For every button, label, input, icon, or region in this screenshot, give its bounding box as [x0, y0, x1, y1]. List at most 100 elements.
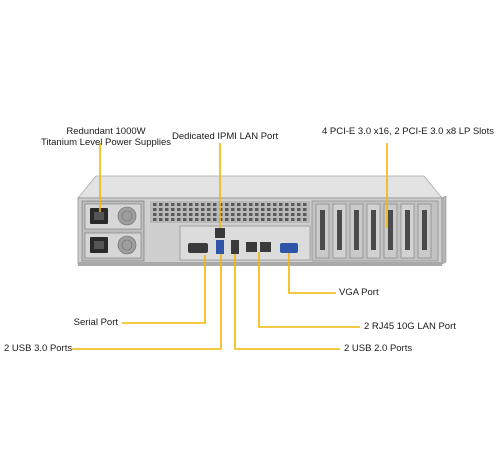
- chassis-bottom-lip: [78, 262, 442, 266]
- vent-hole: [291, 218, 295, 221]
- vent-hole: [285, 218, 289, 221]
- vent-hole: [249, 213, 253, 216]
- vent-hole: [303, 208, 307, 211]
- vent-hole: [177, 213, 181, 216]
- vent-hole: [279, 213, 283, 216]
- callout-usb3: 2 USB 3.0 Ports: [4, 343, 73, 354]
- callout-ipmi: Dedicated IPMI LAN Port: [172, 131, 279, 142]
- vent-hole: [303, 203, 307, 206]
- vent-hole: [255, 203, 259, 206]
- vent-hole: [201, 208, 205, 211]
- vent-hole: [213, 218, 217, 221]
- vent-hole: [171, 218, 175, 221]
- vent-hole: [243, 218, 247, 221]
- vent-hole: [207, 213, 211, 216]
- callout-vga: VGA Port: [339, 287, 379, 298]
- vent-hole: [267, 208, 271, 211]
- vent-hole: [177, 218, 181, 221]
- vent-hole: [249, 203, 253, 206]
- vent-holes: [153, 203, 307, 221]
- vent-hole: [165, 213, 169, 216]
- vent-hole: [237, 218, 241, 221]
- vent-hole: [291, 213, 295, 216]
- ipmi-port-shape: [215, 228, 225, 238]
- lan10g-port-1-shape: [246, 242, 257, 252]
- vent-hole: [165, 218, 169, 221]
- vent-hole: [171, 213, 175, 216]
- vent-hole: [195, 218, 199, 221]
- psu-1-grille: [117, 206, 137, 226]
- vent-hole: [195, 208, 199, 211]
- vent-hole: [279, 203, 283, 206]
- vent-hole: [165, 208, 169, 211]
- leader-usb2: [234, 254, 340, 350]
- leader-vga: [288, 253, 336, 294]
- lan10g-port-2-shape: [260, 242, 271, 252]
- callout-serial: Serial Port: [73, 317, 118, 328]
- pcie-slot-slit: [371, 210, 376, 250]
- vent-hole: [261, 218, 265, 221]
- leader-lan10g: [258, 252, 360, 328]
- vent-hole: [273, 208, 277, 211]
- vent-hole: [189, 218, 193, 221]
- vent-hole: [279, 218, 283, 221]
- vent-hole: [195, 213, 199, 216]
- vent-hole: [297, 208, 301, 211]
- pcie-slot-slit: [388, 210, 393, 250]
- callout-pcie: 4 PCI-E 3.0 x16, 2 PCI-E 3.0 x8 LP Slots: [322, 126, 494, 137]
- vent-hole: [189, 208, 193, 211]
- serial-port-shape: [188, 243, 208, 253]
- usb2-port-shape: [231, 240, 239, 254]
- vent-hole: [153, 203, 157, 206]
- vent-hole: [207, 218, 211, 221]
- vent-hole: [249, 218, 253, 221]
- vent-hole: [291, 203, 295, 206]
- vent-hole: [231, 213, 235, 216]
- pcie-slot-slit: [337, 210, 342, 250]
- vent-hole: [153, 218, 157, 221]
- pcie-slot-slit: [320, 210, 325, 250]
- vent-hole: [231, 218, 235, 221]
- vent-hole: [159, 218, 163, 221]
- vent-hole: [297, 213, 301, 216]
- vent-hole: [267, 203, 271, 206]
- vent-hole: [213, 213, 217, 216]
- vent-hole: [159, 213, 163, 216]
- vent-hole: [189, 213, 193, 216]
- vent-hole: [273, 218, 277, 221]
- vent-hole: [243, 203, 247, 206]
- vent-hole: [207, 203, 211, 206]
- vent-hole: [267, 218, 271, 221]
- vent-hole: [213, 208, 217, 211]
- vent-hole: [225, 208, 229, 211]
- vent-hole: [159, 203, 163, 206]
- vent-hole: [261, 208, 265, 211]
- vent-hole: [183, 213, 187, 216]
- leader-usb3: [72, 254, 222, 350]
- vent-hole: [231, 203, 235, 206]
- vent-hole: [285, 213, 289, 216]
- vent-hole: [225, 203, 229, 206]
- vent-hole: [255, 218, 259, 221]
- vent-hole: [201, 203, 205, 206]
- usb3-port-shape: [216, 240, 224, 254]
- vga-port-shape: [280, 243, 298, 253]
- vent-hole: [165, 203, 169, 206]
- vent-hole: [231, 208, 235, 211]
- vent-hole: [261, 213, 265, 216]
- callout-usb2: 2 USB 2.0 Ports: [344, 343, 413, 354]
- vent-hole: [291, 208, 295, 211]
- leader-serial: [122, 255, 206, 324]
- vent-hole: [237, 203, 241, 206]
- callout-lan10g: 2 RJ45 10G LAN Port: [364, 321, 456, 332]
- vent-hole: [261, 203, 265, 206]
- vent-hole: [267, 213, 271, 216]
- vent-hole: [285, 208, 289, 211]
- vent-hole: [285, 203, 289, 206]
- vent-hole: [153, 213, 157, 216]
- vent-hole: [183, 208, 187, 211]
- vent-hole: [183, 218, 187, 221]
- vent-hole: [303, 213, 307, 216]
- vent-hole: [195, 203, 199, 206]
